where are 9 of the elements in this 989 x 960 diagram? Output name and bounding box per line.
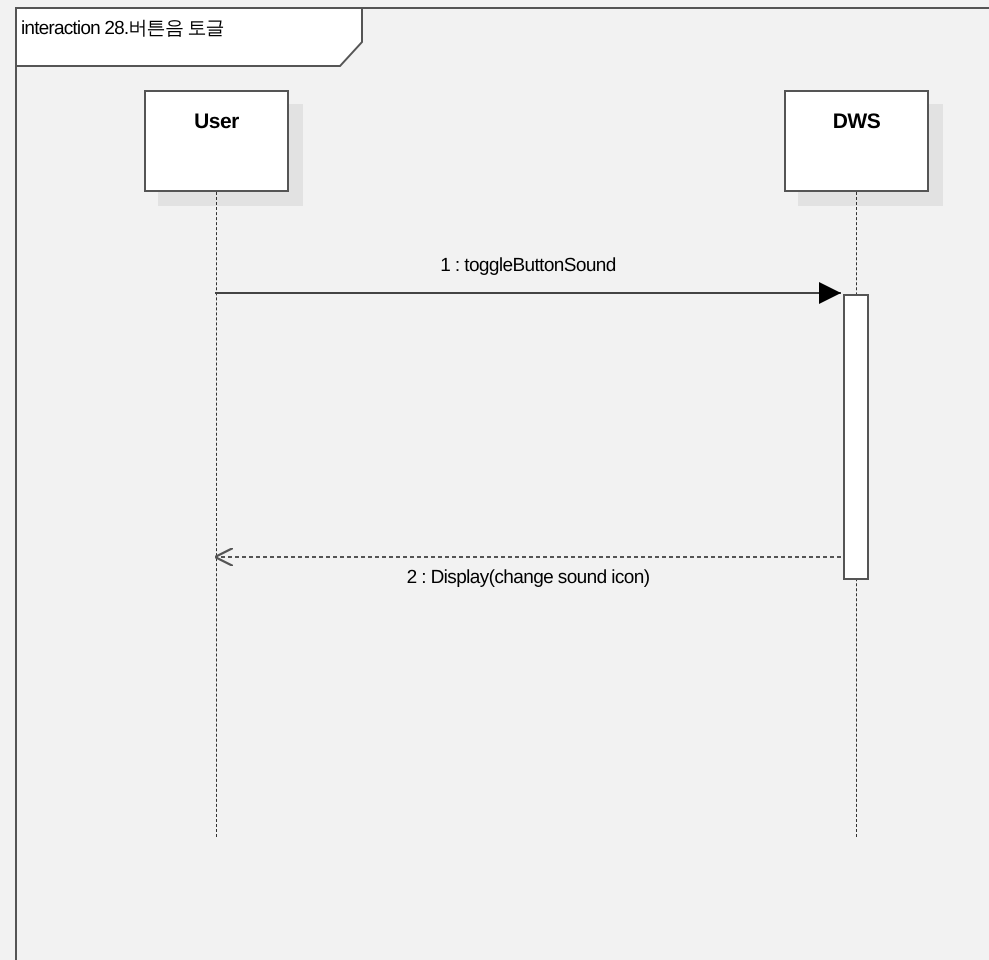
message-label: 2 : Display(change sound icon) <box>404 567 652 589</box>
activation-bar <box>843 294 869 580</box>
lifeline <box>216 192 217 837</box>
participant-name: User <box>194 110 239 135</box>
return-message-arrow <box>214 546 841 568</box>
participant-name: DWS <box>832 110 880 135</box>
frame-title: interaction 28.버튼음 토글 <box>20 17 225 41</box>
message-arrow <box>215 282 841 304</box>
interaction-frame <box>15 7 989 960</box>
